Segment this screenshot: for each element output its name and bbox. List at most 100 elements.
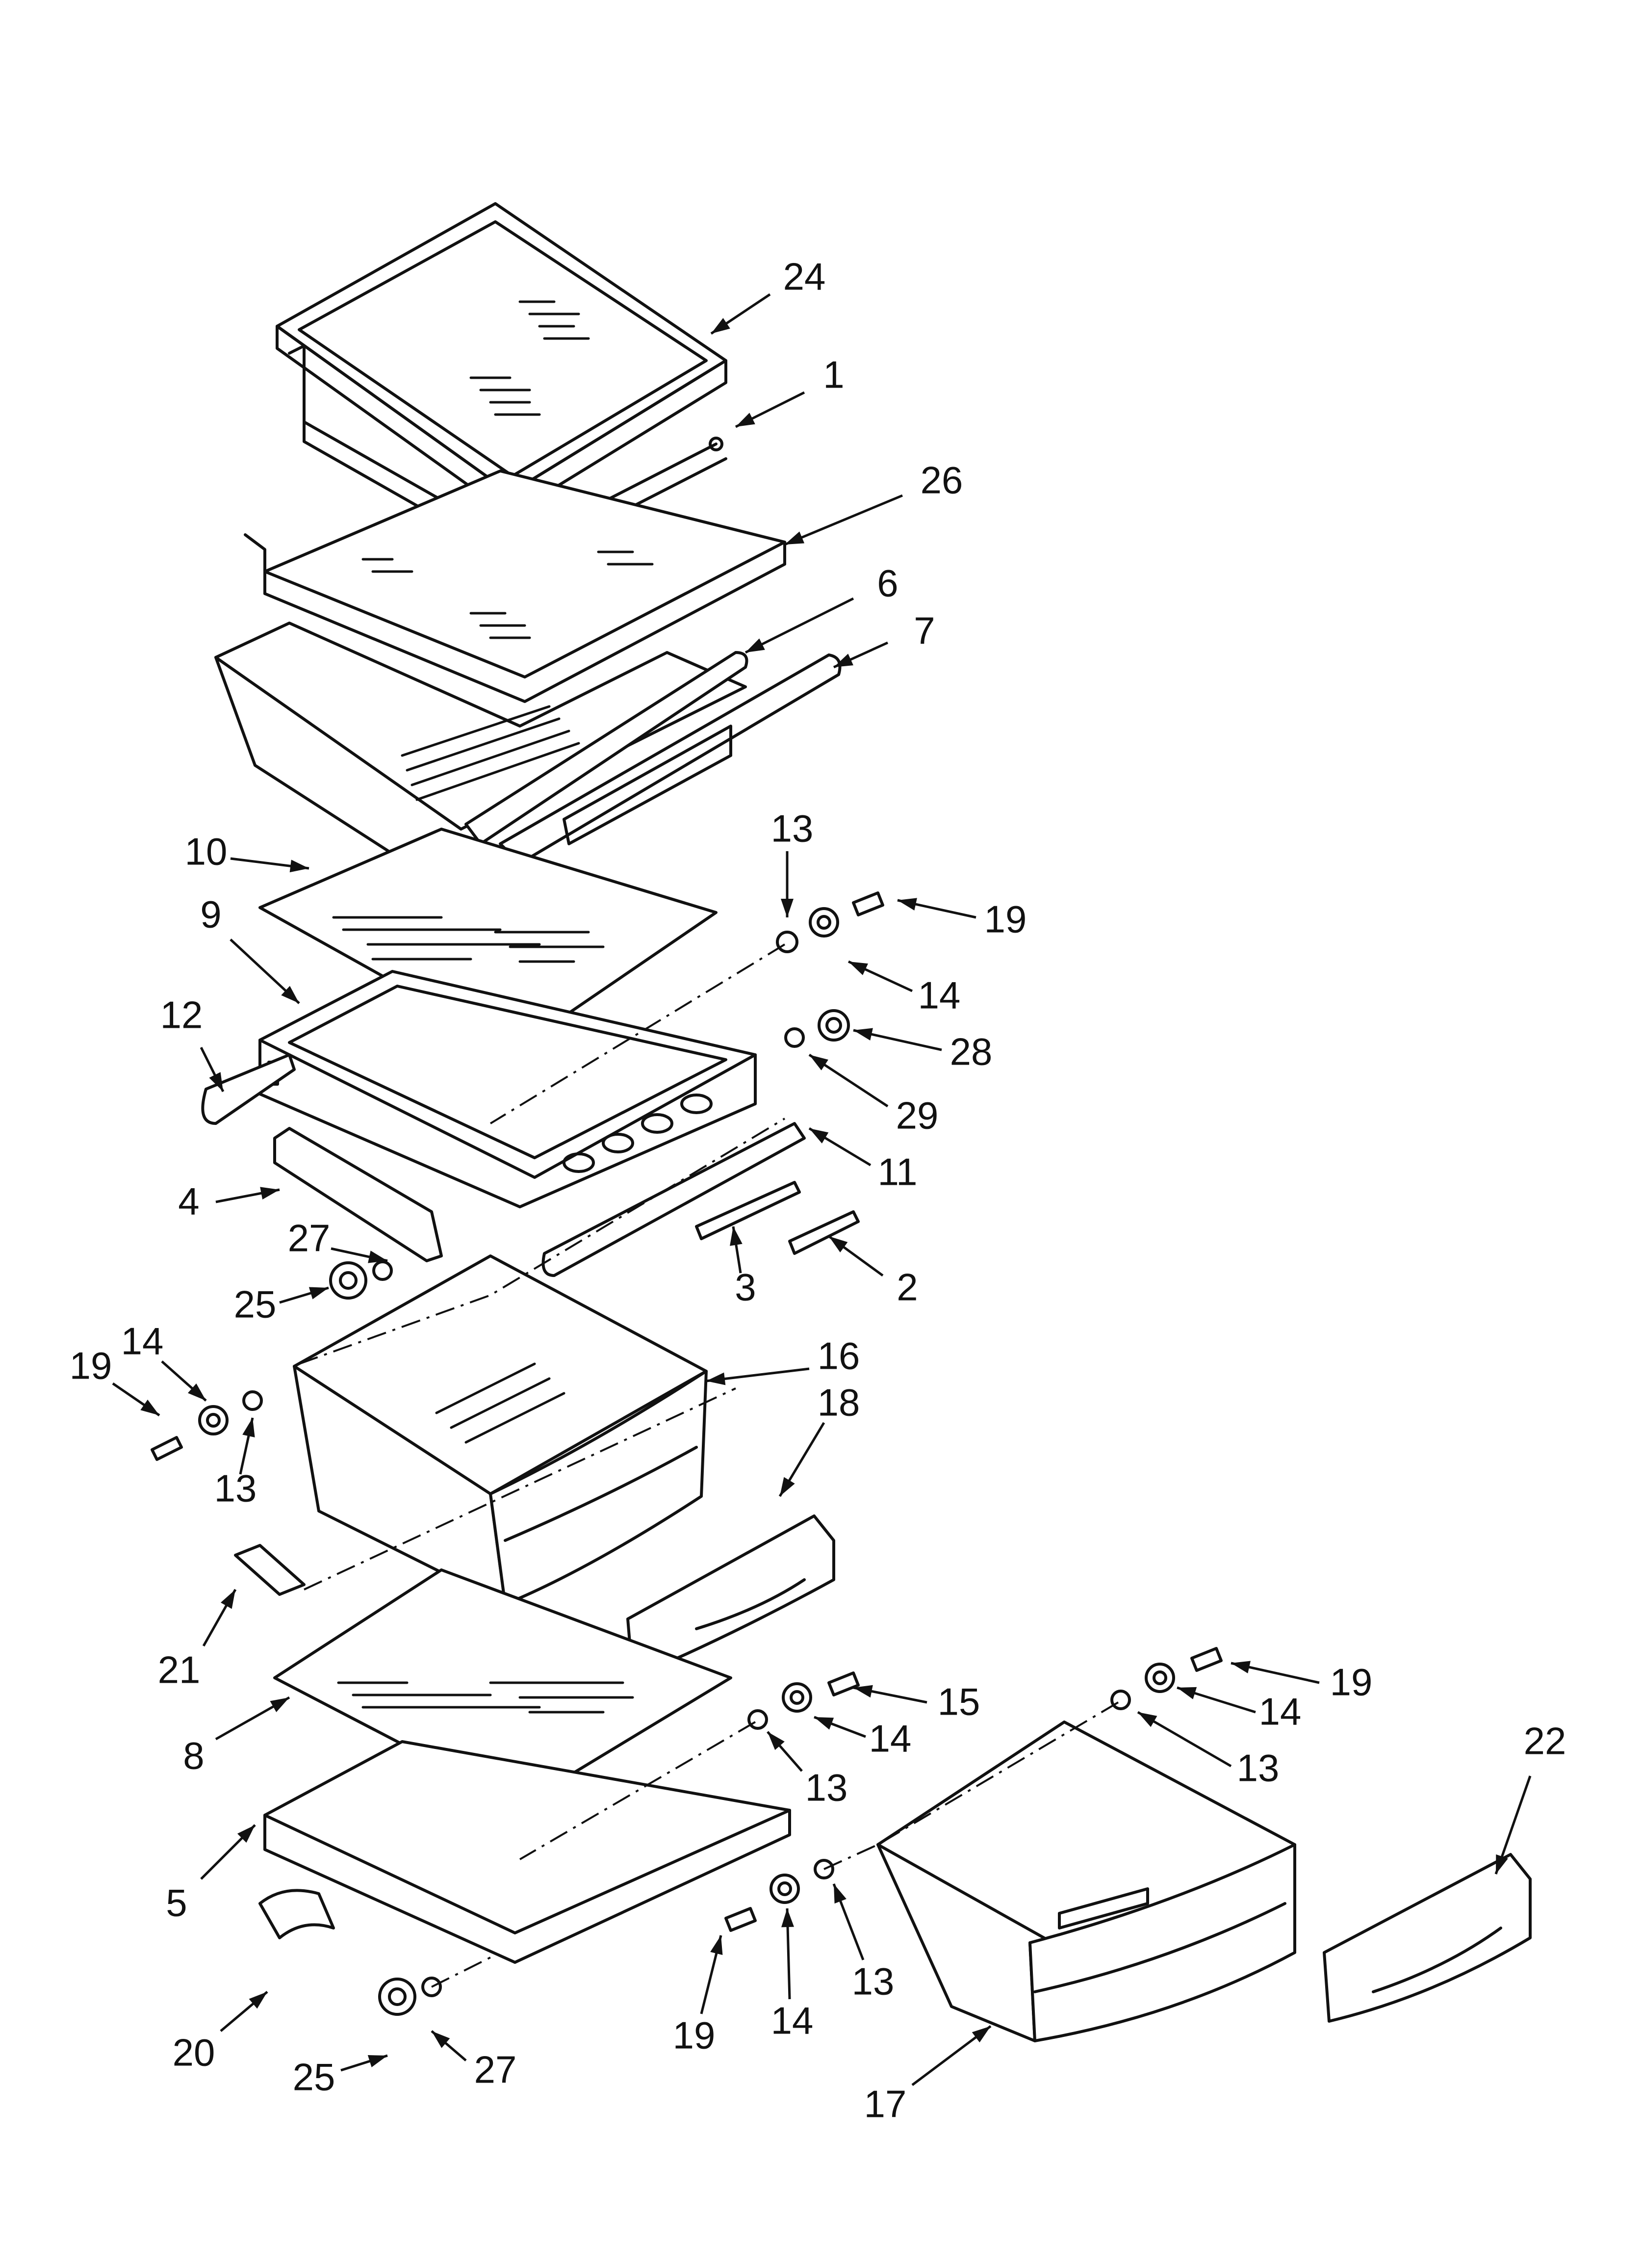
callout-arrowhead <box>768 1732 785 1750</box>
callout-arrowhead <box>785 531 805 545</box>
callout-arrowhead <box>1496 1854 1508 1874</box>
callout-label: 5 <box>166 1881 187 1925</box>
callout-arrowhead <box>1138 1712 1157 1727</box>
callout-label: 14 <box>1259 1690 1302 1733</box>
callout-arrowhead <box>308 1287 329 1300</box>
callout-arrowhead <box>853 1685 873 1698</box>
callout-arrowhead <box>736 413 755 427</box>
callout-arrowhead <box>853 1028 873 1041</box>
part-crisper-frame <box>258 970 757 1208</box>
callout-arrowhead <box>745 638 765 652</box>
callout-label: 20 <box>173 2031 215 2074</box>
part-rail-left <box>201 1053 296 1125</box>
callout-arrowhead <box>814 1717 834 1730</box>
callout-label: 6 <box>877 562 898 605</box>
hardware-set <box>151 891 1223 2016</box>
callout-label: 29 <box>896 1094 939 1137</box>
callout-label: 15 <box>938 1680 980 1723</box>
callout-arrowhead <box>260 1187 280 1199</box>
part-crisper-drawer <box>293 1254 708 1606</box>
part-bracket-3 <box>695 1181 801 1240</box>
callout-label: 25 <box>234 1283 277 1326</box>
callout-arrowhead <box>140 1399 159 1415</box>
callout-label: 10 <box>185 830 228 873</box>
callout-label: 12 <box>160 993 203 1037</box>
part-rail-cover <box>273 1127 443 1262</box>
callout-label: 13 <box>1237 1747 1280 1790</box>
callout-label: 13 <box>214 1467 257 1510</box>
callout-arrowhead <box>898 898 917 911</box>
callout-label: 1 <box>823 353 844 396</box>
callout-label: 13 <box>771 807 814 850</box>
callout-arrowhead <box>281 986 299 1003</box>
callout-arrowhead <box>242 1418 255 1437</box>
callout-arrowhead <box>781 1908 795 1928</box>
callout-arrowhead <box>249 1992 267 2009</box>
callout-arrowhead <box>1231 1661 1251 1673</box>
callout-label: 14 <box>869 1717 912 1760</box>
part-shelf-glass-top <box>276 202 727 517</box>
callout-arrowhead <box>237 1825 255 1843</box>
callout-label: 17 <box>864 2083 907 2126</box>
callout-arrowhead <box>972 2026 991 2043</box>
callout-leader-line <box>744 597 854 654</box>
callout-label: 13 <box>805 1766 848 1809</box>
callout-label: 19 <box>984 898 1027 941</box>
callout-arrowhead <box>829 1236 848 1252</box>
callout-arrowhead <box>187 1383 206 1401</box>
part-bracket-2 <box>788 1210 860 1255</box>
part-crisper-pan-upper <box>214 622 842 899</box>
callout-label: 13 <box>852 1960 895 2003</box>
callout-label: 3 <box>735 1266 756 1309</box>
callout-label: 14 <box>121 1320 164 1363</box>
callout-arrowhead <box>706 1372 726 1385</box>
callout-label: 14 <box>918 974 961 1017</box>
assembly-centerlines <box>299 943 1119 1988</box>
callout-label: 22 <box>1524 1720 1566 1763</box>
callout-label: 9 <box>200 893 221 936</box>
callout-arrowhead <box>209 1072 223 1092</box>
callout-label: 14 <box>771 1999 814 2042</box>
part-lower-frame <box>263 1740 791 1964</box>
callout-arrowhead <box>710 1935 723 1955</box>
callout-arrowhead <box>834 1884 847 1904</box>
callout-label: 7 <box>914 609 935 652</box>
callout-label: 27 <box>288 1217 331 1260</box>
callout-arrowhead <box>270 1697 289 1713</box>
callout-arrowhead <box>1177 1687 1197 1699</box>
callout-label: 19 <box>1330 1661 1373 1704</box>
part-side-rail <box>541 1122 806 1277</box>
callout-arrowhead <box>848 962 868 975</box>
callout-arrowhead <box>834 653 853 667</box>
callout-arrowhead <box>809 1055 828 1070</box>
callout-arrowhead <box>220 1590 235 1609</box>
callout-label: 19 <box>673 2014 716 2057</box>
callout-label: 11 <box>878 1150 918 1194</box>
callout-label: 27 <box>474 2048 517 2091</box>
callout-arrowhead <box>780 1477 795 1496</box>
part-end-cap <box>258 1889 335 1939</box>
callout-label: 24 <box>783 255 826 298</box>
callout-label: 4 <box>178 1180 199 1223</box>
callout-arrowhead <box>368 1251 387 1263</box>
part-drawer-front-22 <box>1323 1853 1532 2023</box>
callout-label: 16 <box>818 1334 860 1378</box>
callout-label: 2 <box>897 1266 918 1309</box>
callout-arrowhead <box>730 1226 743 1246</box>
part-clip <box>234 1544 306 1596</box>
callout-arrowhead <box>289 860 309 873</box>
callout-arrowhead <box>711 318 730 334</box>
callout-label: 25 <box>293 2056 335 2099</box>
callout-label: 19 <box>70 1344 112 1387</box>
callout-arrowhead <box>809 1128 829 1144</box>
callout-label: 18 <box>818 1381 860 1424</box>
callout-arrowhead <box>432 2031 450 2048</box>
callout-label: 21 <box>158 1648 201 1692</box>
part-lower-drawer <box>876 1721 1296 2042</box>
callout-arrowhead <box>781 899 794 917</box>
callout-arrowhead <box>367 2055 387 2067</box>
callout-label: 8 <box>183 1734 204 1777</box>
